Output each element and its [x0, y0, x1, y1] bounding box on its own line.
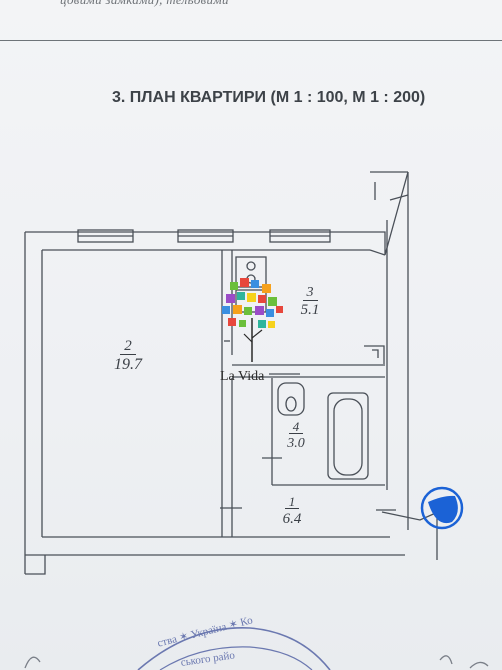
room-4-area: 3.0 — [287, 436, 305, 451]
room-4-number: 4 — [288, 420, 304, 434]
room-1-label: 1 6.4 — [272, 494, 312, 527]
room-1-number: 1 — [284, 495, 300, 509]
logo-text: La Vida — [220, 369, 265, 384]
room-3-label: 3 5.1 — [290, 284, 330, 318]
room-2-number: 2 — [120, 339, 136, 355]
signature-marks — [24, 655, 489, 669]
top-partial-text: цовими замками), тельовими — [60, 0, 480, 8]
room-4-label: 4 3.0 — [276, 419, 316, 451]
tree-logo — [222, 278, 283, 362]
ink-mark — [420, 486, 464, 530]
room-2-area: 19.7 — [114, 356, 142, 373]
room-1-area: 6.4 — [282, 511, 302, 527]
section-title: 3. ПЛАН КВАРТИРИ (М 1 : 100, М 1 : 200) — [112, 89, 426, 106]
room-3-number: 3 — [302, 286, 318, 301]
official-stamp — [137, 627, 331, 670]
room-3-area: 5.1 — [300, 302, 320, 318]
bathtub — [327, 392, 369, 480]
top-divider — [0, 40, 502, 41]
toilet — [277, 382, 305, 416]
room-2-label: 2 19.7 — [108, 338, 148, 373]
outer-wall-top — [25, 171, 409, 256]
